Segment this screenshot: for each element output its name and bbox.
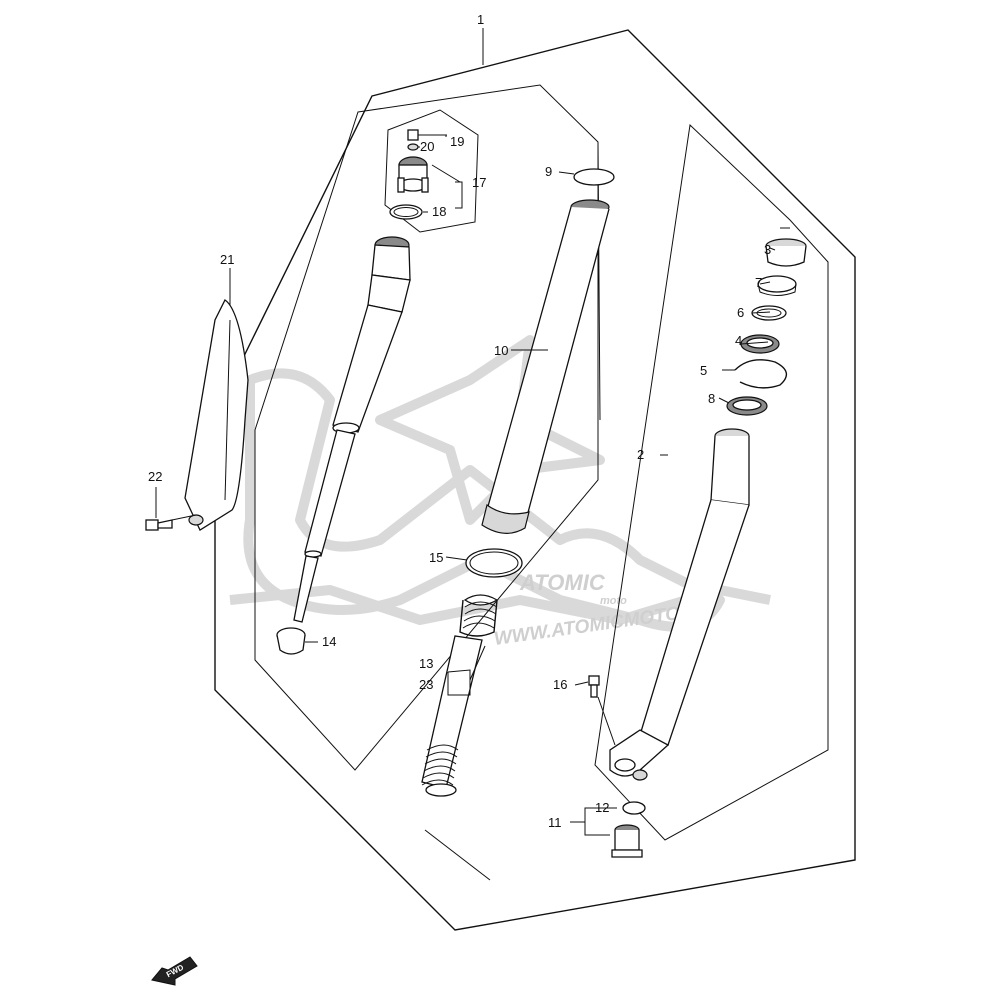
fwd-arrow: FWD [151, 956, 198, 986]
cartridge-cap-17 [397, 156, 429, 193]
guard-bolt-22 [145, 519, 173, 531]
drain-plug-11 [611, 824, 643, 858]
circlip-5 [734, 359, 788, 389]
panel-inner-tube [254, 84, 599, 771]
panel-lower-leg [594, 123, 829, 841]
callout-16: 16 [553, 677, 567, 692]
callout-15: 15 [429, 550, 443, 565]
callout-21: 21 [220, 252, 234, 267]
callout-8: 8 [708, 391, 715, 406]
o-ring-9 [573, 168, 615, 186]
o-ring-15 [465, 548, 523, 578]
bleed-screw-16 [588, 675, 600, 698]
callout-4: 4 [735, 333, 742, 348]
callout-9: 9 [545, 164, 552, 179]
callout-20: 20 [420, 139, 434, 154]
leader-lines [155, 134, 790, 836]
callout-17: 17 [472, 175, 486, 190]
fork-spring-13 [421, 594, 499, 797]
inner-tube-cartridge [293, 236, 411, 623]
callout-19: 19 [450, 134, 464, 149]
watermark-brand: ATOMIC [519, 570, 606, 595]
panel-middle [424, 141, 601, 881]
callout-1: 1 [477, 12, 484, 27]
dust-seal-3 [765, 238, 807, 267]
callout-12: 12 [595, 800, 609, 815]
callout-22: 22 [148, 469, 162, 484]
outer-tube-10 [481, 199, 610, 534]
lower-leg-2 [609, 428, 750, 781]
cap-bolt-20 [407, 129, 419, 151]
callout-13: 13 [419, 656, 433, 671]
watermark-brand-sub: moto [600, 595, 627, 607]
gasket-12 [622, 801, 646, 815]
callout-6: 6 [737, 305, 744, 320]
callout-2: 2 [637, 447, 644, 462]
callout-14: 14 [322, 634, 336, 649]
bushing-14 [276, 627, 306, 655]
callout-3: 3 [764, 242, 771, 257]
callout-18: 18 [432, 204, 446, 219]
fork-guard-21 [184, 299, 249, 531]
callout-5: 5 [700, 363, 707, 378]
callout-10: 10 [494, 343, 508, 358]
callout-11: 11 [548, 815, 562, 830]
callout-labels: 1 2 3 4 5 6 7 8 9 10 11 12 13 14 15 16 1… [148, 12, 771, 830]
subgroup-17-boundary [384, 109, 479, 233]
callout-7: 7 [755, 275, 762, 290]
bushing-7 [757, 275, 797, 293]
callout-23: 23 [419, 677, 433, 692]
